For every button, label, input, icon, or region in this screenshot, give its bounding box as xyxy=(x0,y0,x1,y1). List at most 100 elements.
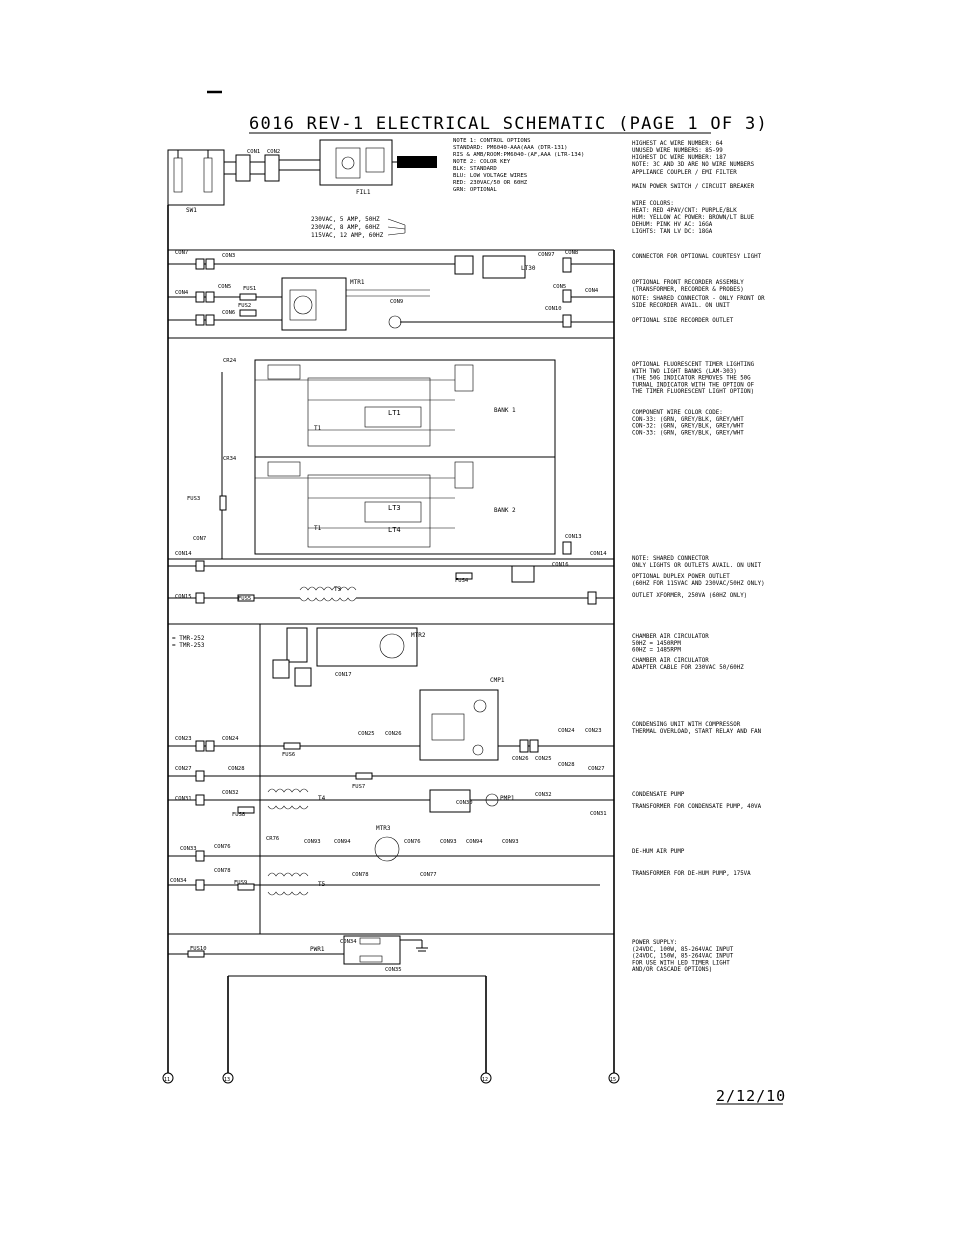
fus3-symbol xyxy=(219,495,227,511)
con28-right-label: CON28 xyxy=(558,762,575,768)
bank1-label: BANK 1 xyxy=(494,407,516,414)
con78-right-label: CON78 xyxy=(352,872,369,878)
fil1-box xyxy=(319,139,393,186)
note-line: TRANSFORMER FOR DE-HUM PUMP, 175VA xyxy=(632,871,751,877)
header-note: NOTE 2: COLOR KEY xyxy=(453,159,511,165)
lt4-label: LT4 xyxy=(388,526,401,534)
con28-label: CON28 xyxy=(228,766,245,772)
mtr2-box xyxy=(316,627,418,667)
wire-colors-legend: WIRE COLORS: HEAT: RED 4PAV/CNT: PURPLE/… xyxy=(632,201,755,235)
con97-label: CON97 xyxy=(538,252,555,258)
cr24-label: CR24 xyxy=(223,358,237,364)
header-info-line: HIGHEST AC WIRE NUMBER: 64 xyxy=(632,141,723,147)
con15-label: CON15 xyxy=(175,594,192,600)
row-duplex-outlet: CON14 CON7 CON14 FUS4 CON16 CON15 FUS5 T… xyxy=(168,536,614,605)
pwr1-box xyxy=(343,935,401,965)
terminal-label: 12 xyxy=(482,1077,488,1083)
fus10-symbol xyxy=(187,950,205,958)
t5-label: T5 xyxy=(318,881,326,888)
header-note: GRN: OPTIONAL xyxy=(453,187,497,193)
t5-winding xyxy=(267,872,309,877)
fus2-symbol xyxy=(239,309,257,317)
fus4-label: FUS4 xyxy=(455,578,469,584)
header-note: RIS & AMB/ROOM:PM6040-(AF,AAA (LTR-134) xyxy=(453,152,584,158)
lt3-label: LT3 xyxy=(388,504,401,512)
con23-label: CON23 xyxy=(175,736,192,742)
supply-label: 115VAC, 12 AMP, 60HZ xyxy=(311,232,384,239)
supply-label: 230VAC, 8 AMP, 60HZ xyxy=(311,224,380,231)
con6-label: CON6 xyxy=(222,310,235,316)
pwr1-label: PWR1 xyxy=(310,946,325,953)
note-line: NOTE: SHARED CONNECTOR xyxy=(632,556,709,562)
row-compressor: CON23 CON24 FUS6 CON25 CON26 CMP1 CON24 … xyxy=(168,677,614,762)
note-line: OPTIONAL DUPLEX POWER OUTLET xyxy=(632,574,730,580)
con94-right-label: CON94 xyxy=(466,839,483,845)
con4-right-label: CON4 xyxy=(585,288,599,294)
con27-right-label: CON27 xyxy=(588,766,605,772)
note-line: AND/OR CASCADE OPTIONS) xyxy=(632,967,712,973)
fus2-label: FUS2 xyxy=(238,303,251,309)
con26-label: CON26 xyxy=(385,731,402,737)
row-power-supply: PWR1 CON34 CON35 FUS10 xyxy=(168,935,428,973)
pmp1-symbol xyxy=(485,793,499,807)
con3-label: CON3 xyxy=(222,253,235,259)
note-line: WITH TWO LIGHT BANKS (LAM-303) xyxy=(632,369,737,375)
terminal-label: 13 xyxy=(224,1077,230,1083)
t1b-label: T1 xyxy=(314,525,322,532)
con24-label: CON24 xyxy=(222,736,239,742)
fus5-symbol xyxy=(237,594,255,602)
wire-colors-line: DEHUM: PINK HV AC: 16GA xyxy=(632,222,713,228)
terminal-label: 15 xyxy=(610,1077,616,1083)
con33-label: CON33 xyxy=(180,846,197,852)
page-title: 6016 REV-1 ELECTRICAL SCHEMATIC (PAGE 1 … xyxy=(249,114,768,134)
con7-label: CON7 xyxy=(175,250,188,256)
terminal-15 xyxy=(608,1072,620,1084)
pmp1-label: PMP1 xyxy=(500,795,515,802)
note-line: COMPONENT WIRE COLOR CODE: xyxy=(632,410,723,416)
note-line: (24VDC, 100W, 85-264VAC INPUT xyxy=(632,947,734,953)
con16-label: CON16 xyxy=(552,562,569,568)
con76-label: CON76 xyxy=(214,844,231,850)
mtr1-label: MTR1 xyxy=(350,279,365,286)
note-line: 60HZ = 1485RPM xyxy=(632,648,681,654)
con17-label: CON17 xyxy=(335,672,352,678)
header-info-line: NOTE: 3C AND 3D ARE NO WIRE NUMBERS xyxy=(632,162,755,168)
note-line: POWER SUPPLY: xyxy=(632,940,677,946)
con77-label: CON77 xyxy=(420,872,437,878)
power-entry: SW1 CON1 CON2 FIL1 xyxy=(167,139,437,214)
terminal-12 xyxy=(480,1072,492,1084)
t1-label: T1 xyxy=(314,425,322,432)
con13-label: CON13 xyxy=(565,534,582,540)
note-line: (THE 50G INDICATOR REMOVES THE 50G xyxy=(632,376,751,382)
con10-label: CON10 xyxy=(545,306,562,312)
note-line: CON-33: (GRN, GREY/BLK, GREY/WHT xyxy=(632,417,744,423)
note-line: OPTIONAL FLUORESCENT TIMER LIGHTING xyxy=(632,362,755,368)
note-line: CONDENSATE PUMP xyxy=(632,792,685,798)
con8-label: CON8 xyxy=(565,250,578,256)
sw1-box xyxy=(167,149,225,206)
con31-label: CON31 xyxy=(175,796,192,802)
header-note: NOTE 1: CONTROL OPTIONS xyxy=(453,138,530,144)
con93-far-label: CON93 xyxy=(502,839,519,845)
note-line: (24VDC, 150W, 85-264VAC INPUT xyxy=(632,954,734,960)
note-line: CONNECTOR FOR OPTIONAL COURTESY LIGHT xyxy=(632,254,762,260)
note-line: CHAMBER AIR CIRCULATOR xyxy=(632,658,709,664)
con23-right-label: CON23 xyxy=(585,728,602,734)
row-condensate-pump: CON27 CON28 FUS7 CON28 CON27 CON31 CON32… xyxy=(168,762,614,818)
lt1-label: LT1 xyxy=(388,409,401,417)
con9-label: CON9 xyxy=(390,299,403,305)
fus8-label: FUS8 xyxy=(232,812,245,818)
sw1-label: SW1 xyxy=(186,207,197,214)
lt1-ballast xyxy=(364,406,422,428)
header-note: RED: 230VAC/50 OR 60HZ xyxy=(453,180,528,186)
con94-label: CON94 xyxy=(334,839,351,845)
duplex-outlet xyxy=(511,565,535,583)
con93-label: CON93 xyxy=(304,839,321,845)
header-info: HIGHEST AC WIRE NUMBER: 64 UNUSED WIRE N… xyxy=(632,141,755,168)
note-line: FOR USE WITH LED TIMER LIGHT xyxy=(632,960,730,966)
lt30-label: LT30 xyxy=(521,265,536,272)
con35-label: CON35 xyxy=(385,967,402,973)
supply-labels: 230VAC, 5 AMP, 50HZ 230VAC, 8 AMP, 60HZ … xyxy=(311,216,406,239)
